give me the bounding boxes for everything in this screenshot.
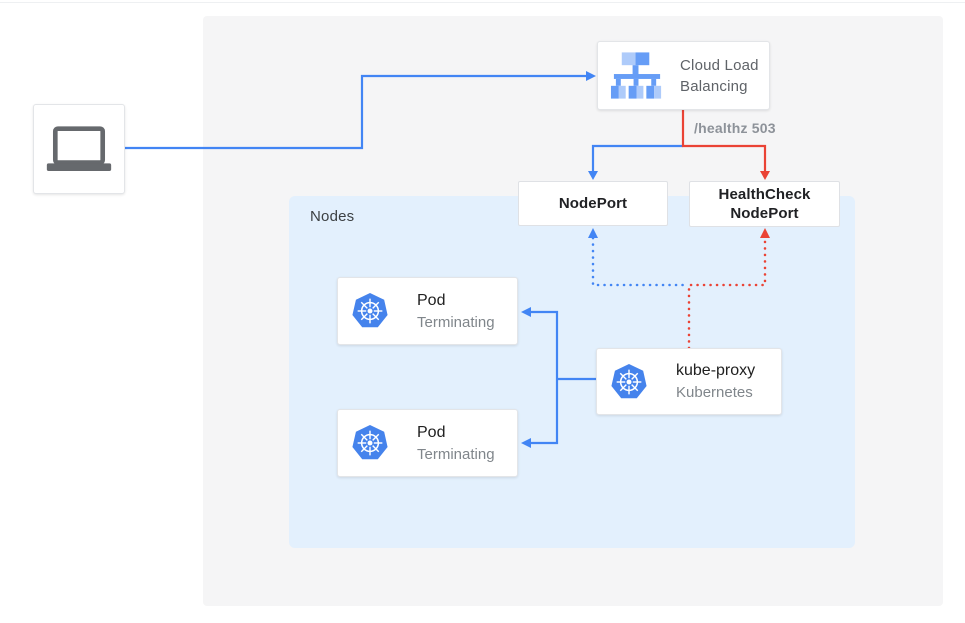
pod-1-text: Pod Terminating (417, 290, 495, 333)
top-divider (0, 2, 965, 3)
cloud-load-balancing-label-line2: Balancing (680, 77, 748, 95)
healthcheck-nodeport-box: HealthCheck NodePort (689, 181, 840, 227)
pod-card-1: Pod Terminating (337, 277, 518, 345)
pod-card-2: Pod Terminating (337, 409, 518, 477)
kube-proxy-title: kube-proxy (676, 362, 756, 379)
healthcheck-nodeport-label-line1: HealthCheck (718, 186, 811, 203)
nodeport-label: NodePort (558, 195, 628, 212)
client-card (33, 104, 125, 194)
kubernetes-icon (611, 363, 647, 398)
pod-2-text: Pod Terminating (417, 422, 495, 465)
nodes-label: Nodes (310, 208, 355, 225)
pod-1-title: Pod (417, 291, 446, 309)
pod-2-title: Pod (417, 423, 446, 441)
cloud-load-balancing-icon (610, 51, 662, 99)
kube-proxy-text: kube-proxy Kubernetes (676, 360, 755, 403)
nodeport-box: NodePort (518, 181, 668, 226)
kube-proxy-card: kube-proxy Kubernetes (596, 348, 782, 415)
pod-2-status: Terminating (417, 445, 495, 463)
pod-1-status: Terminating (417, 313, 495, 331)
laptop-icon (46, 126, 112, 171)
healthcheck-nodeport-label-line2: NodePort (730, 205, 799, 222)
cloud-load-balancing-label: Cloud Load Balancing (680, 55, 759, 97)
cloud-load-balancing-label-line1: Cloud Load (680, 56, 759, 74)
healthz-label: /healthz 503 (694, 120, 776, 136)
cloud-load-balancing-card: Cloud Load Balancing (597, 41, 770, 110)
kubernetes-icon (352, 292, 388, 328)
kube-proxy-subtitle: Kubernetes (676, 384, 753, 401)
kubernetes-icon (352, 424, 388, 460)
